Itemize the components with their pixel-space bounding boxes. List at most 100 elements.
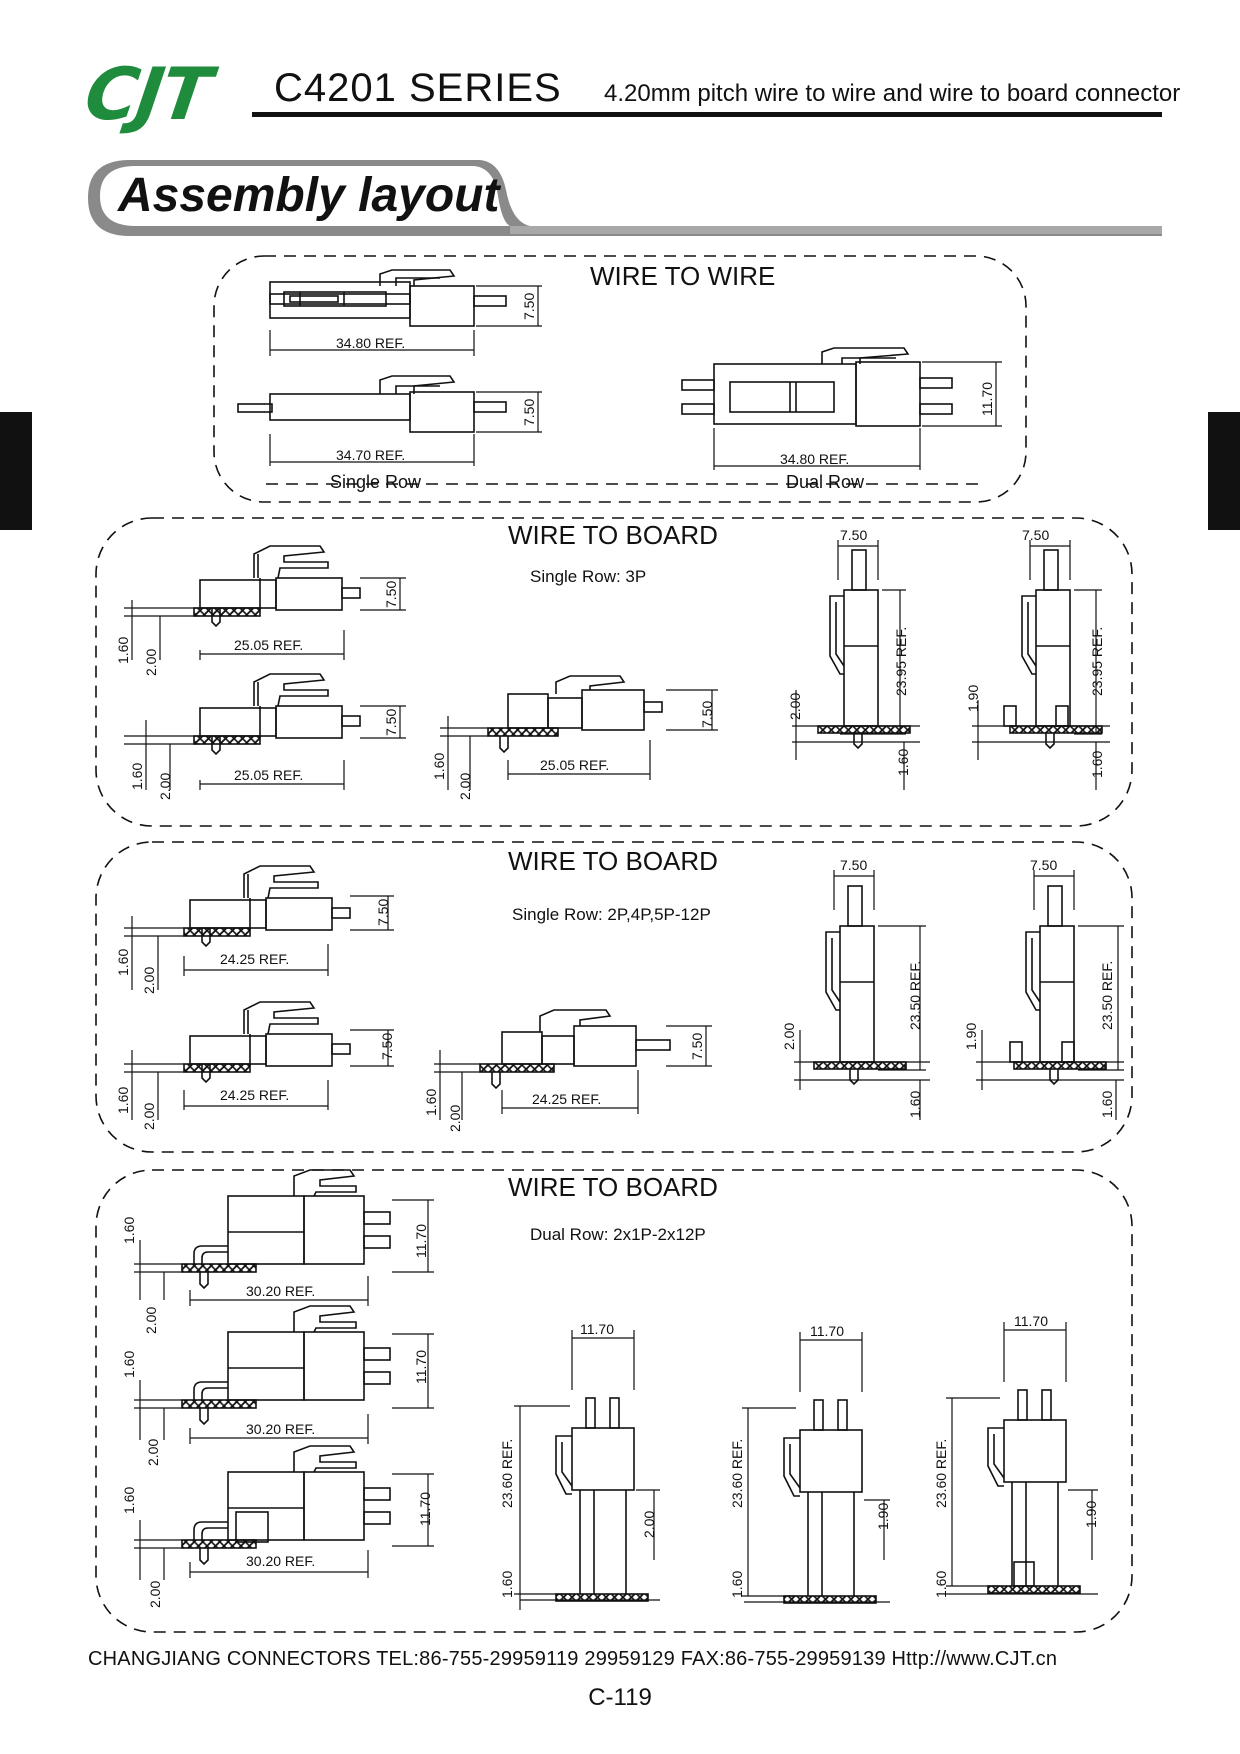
wtb2-subtitle: Single Row: 2P,4P,5P-12P [512, 905, 711, 924]
wtb1-b-height: 7.50 [383, 709, 399, 736]
wtw-caption-single-row: Single Row [330, 472, 422, 492]
wtb3-v2-width: 11.70 [810, 1323, 844, 1339]
wtb1-b-v2: 2.00 [157, 773, 173, 800]
wtb1-v2-ref: 23.95 REF. [1089, 627, 1105, 696]
panel-wire-to-board-3p [95, 517, 1133, 827]
wtb2-pcb-pegs [1009, 1041, 1075, 1063]
wtb1-c-height: 7.50 [699, 701, 715, 728]
wtb3-a-v2: 2.00 [143, 1307, 159, 1334]
wtb3-a-v1: 1.60 [121, 1217, 137, 1244]
series-subtitle: 4.20mm pitch wire to wire and wire to bo… [604, 80, 1181, 107]
wtb3-title: WIRE TO BOARD [508, 1172, 718, 1202]
wtw-dual-row-connector [681, 347, 953, 427]
wtb3-b-v1: 1.60 [121, 1351, 137, 1378]
wtb2-v1-ref: 23.50 REF. [907, 961, 923, 1030]
wtb1-v1-b: 1.60 [895, 749, 911, 776]
wtb3-v2-a: 1.90 [875, 1503, 891, 1530]
wtb1-title: WIRE TO BOARD [508, 520, 718, 550]
wtb2-v2-width: 7.50 [1030, 857, 1057, 873]
wtb2-v1-a: 2.00 [781, 1023, 797, 1050]
series-title: C4201 SERIES [274, 66, 562, 110]
wtb2-v2-ref: 23.50 REF. [1099, 961, 1115, 1030]
wtb2-b-v2: 2.00 [141, 1103, 157, 1130]
wtb1-v1-a: 2.00 [787, 693, 803, 720]
wtw-caption-dual-row: Dual Row [786, 472, 865, 492]
wtb1-c-length: 25.05 REF. [540, 757, 609, 773]
panel-wire-to-wire [213, 255, 1027, 503]
wtb3-subtitle: Dual Row: 2x1P-2x12P [530, 1225, 706, 1244]
wtb1-b-length: 25.05 REF. [234, 767, 303, 783]
wtb2-title: WIRE TO BOARD [508, 846, 718, 876]
wtb3-c-v1: 1.60 [121, 1487, 137, 1514]
wtb3-b-length: 30.20 REF. [246, 1421, 315, 1437]
wtb2-c-length: 24.25 REF. [532, 1091, 601, 1107]
wtb2-b-length: 24.25 REF. [220, 1087, 289, 1103]
section-banner [88, 160, 1162, 236]
wtb2-c-height: 7.50 [689, 1033, 705, 1060]
wtw-single-row-connector-2 [237, 375, 507, 433]
wtb3-a-length: 30.20 REF. [246, 1283, 315, 1299]
wtw-dim-length-2: 34.70 REF. [336, 447, 405, 463]
left-page-tab [0, 412, 32, 530]
wtb2-c-v2: 2.00 [447, 1105, 463, 1132]
wtb1-v2-width: 7.50 [1022, 527, 1049, 543]
wtb3-v2-ref: 23.60 REF. [729, 1439, 745, 1508]
wtb3-a-height: 11.70 [413, 1224, 429, 1258]
right-page-tab [1208, 412, 1240, 530]
wtw-dim-height-1: 7.50 [521, 293, 537, 320]
wtb3-v1-b: 1.60 [499, 1571, 515, 1598]
wtb1-c-v2: 2.00 [457, 773, 473, 800]
panel-wire-to-board-single [95, 841, 1133, 1153]
wtb2-connector-c [479, 1009, 671, 1090]
wtb3-c-length: 30.20 REF. [246, 1553, 315, 1569]
wtb3-b-v2: 2.00 [145, 1439, 161, 1466]
wtb3-pcb-pegs [1013, 1561, 1035, 1587]
wtb3-v1-ref: 23.60 REF. [499, 1439, 515, 1508]
wtb3-c-height: 11.70 [417, 1492, 433, 1526]
wtb3-c-v2: 2.00 [147, 1581, 163, 1608]
wtb1-a-length: 25.05 REF. [234, 637, 303, 653]
wtb2-v1-b: 1.60 [907, 1091, 923, 1118]
wtb3-b-height: 11.70 [413, 1350, 429, 1384]
wtb1-subtitle: Single Row: 3P [530, 567, 646, 586]
wtb1-c-v1: 1.60 [431, 753, 447, 780]
wtb2-v2-b: 1.60 [1099, 1091, 1115, 1118]
wtw-dim-height-2: 7.50 [521, 399, 537, 426]
page-number: C-119 [588, 1684, 652, 1711]
wtb3-connector-c-latch [235, 1511, 269, 1543]
wtb2-a-v2: 2.00 [141, 967, 157, 994]
wtb3-v1-a: 2.00 [641, 1511, 657, 1538]
wtb3-v3-width: 11.70 [1014, 1313, 1048, 1329]
wtb2-a-height: 7.50 [375, 899, 391, 926]
wtb2-a-length: 24.25 REF. [220, 951, 289, 967]
wtb1-v2-a: 1.90 [965, 685, 981, 712]
wtb3-v1-width: 11.70 [580, 1321, 614, 1337]
wtb1-v1-width: 7.50 [840, 527, 867, 543]
wtb1-a-height: 7.50 [383, 581, 399, 608]
wtb1-v1-ref: 23.95 REF. [893, 627, 909, 696]
wtb1-connector-c [487, 675, 663, 754]
wtb2-b-height: 7.50 [379, 1033, 395, 1060]
wtw-title: WIRE TO WIRE [590, 261, 775, 291]
wtb3-v3-b: 1.60 [933, 1571, 949, 1598]
wtb1-a-v2: 2.00 [143, 649, 159, 676]
wtb3-v3-ref: 23.60 REF. [933, 1439, 949, 1508]
wtb2-c-v1: 1.60 [423, 1089, 439, 1116]
wtb1-a-v1: 1.60 [115, 637, 131, 664]
wtw-dim-length-1: 34.80 REF. [336, 335, 405, 351]
wtb3-v2-b: 1.60 [729, 1571, 745, 1598]
wtw-single-row-connector-1 [269, 269, 507, 327]
wtb2-v1-width: 7.50 [840, 857, 867, 873]
wtw-dim-length-3: 34.80 REF. [780, 451, 849, 467]
panel-wire-to-board-dual [95, 1169, 1133, 1633]
wtb2-b-v1: 1.60 [115, 1087, 131, 1114]
wtb3-v3-a: 1.90 [1083, 1501, 1099, 1528]
wtb2-v2-a: 1.90 [963, 1023, 979, 1050]
section-title: Assembly layout [118, 169, 500, 222]
wtb1-v2-b: 1.60 [1089, 751, 1105, 778]
header-rule [252, 112, 1162, 117]
wtb2-a-v1: 1.60 [115, 949, 131, 976]
footer-contact: CHANGJIANG CONNECTORS TEL:86-755-2995911… [88, 1648, 1058, 1670]
wtw-dim-height-3: 11.70 [979, 382, 995, 416]
